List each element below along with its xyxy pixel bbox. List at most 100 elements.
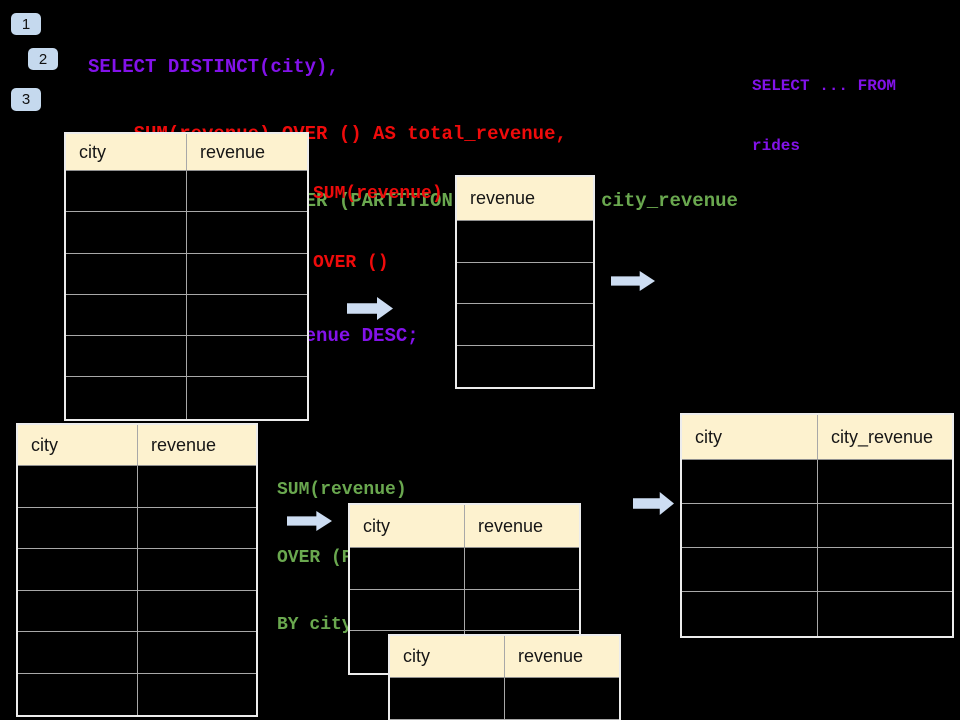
table-cell	[138, 466, 256, 507]
arrow-right-icon	[347, 297, 393, 320]
table-partition-overlay: city revenue	[388, 634, 621, 720]
table-cell	[66, 336, 187, 377]
table-rides-top: city revenue	[64, 132, 309, 421]
table-body	[390, 678, 619, 720]
table-cell	[18, 632, 138, 673]
table-cell	[66, 377, 187, 419]
table-row	[18, 590, 256, 632]
table-header-row: city revenue	[350, 505, 579, 548]
table-total-revenue: revenue	[455, 175, 595, 389]
table-body	[682, 460, 952, 636]
table-cell	[18, 466, 138, 507]
table-cell	[818, 592, 952, 636]
table-cell	[66, 212, 187, 253]
table-cell	[18, 549, 138, 590]
table-row	[682, 548, 952, 592]
table-body	[66, 171, 307, 419]
table-cell	[187, 212, 307, 252]
table-row	[457, 346, 593, 388]
arrow-right-icon	[287, 511, 332, 531]
column-header-revenue: revenue	[505, 636, 619, 677]
table-row	[66, 171, 307, 213]
table-cell	[682, 548, 818, 591]
table-cell	[66, 253, 187, 294]
sql-line-select: SELECT DISTINCT(city),	[88, 55, 339, 78]
step-badge-3: 3	[11, 88, 41, 111]
table-cell	[457, 304, 593, 345]
table-cell	[818, 504, 952, 547]
table-body	[457, 221, 593, 387]
column-header-city-revenue: city_revenue	[818, 415, 952, 459]
table-cell	[457, 221, 593, 262]
table-city-revenue-result: city city_revenue	[680, 413, 954, 638]
table-rides-bottom: city revenue	[16, 423, 258, 717]
table-row	[66, 336, 307, 378]
column-header-revenue: revenue	[187, 134, 307, 170]
table-cell	[138, 674, 256, 716]
column-header-city: city	[390, 636, 505, 677]
table-row	[18, 466, 256, 508]
table-cell	[187, 171, 307, 211]
table-cell	[66, 294, 187, 336]
table-cell	[465, 548, 579, 589]
column-header-city: city	[18, 425, 138, 465]
step-badge-1: 1	[11, 13, 41, 35]
table-row	[66, 377, 307, 419]
table-cell	[350, 589, 465, 630]
table-row	[457, 263, 593, 304]
column-header-city: city	[682, 415, 818, 459]
label-line: OVER ()	[313, 253, 389, 273]
table-cell	[465, 590, 579, 631]
column-header-revenue: revenue	[138, 425, 256, 465]
column-header-revenue: revenue	[465, 505, 579, 547]
table-header-row: city city_revenue	[682, 415, 952, 460]
table-cell	[187, 254, 307, 294]
table-cell	[187, 295, 307, 335]
table-cell	[390, 678, 505, 719]
table-header-row: city revenue	[66, 134, 307, 171]
table-cell	[457, 346, 593, 388]
table-cell	[818, 548, 952, 591]
step-badge-2: 2	[28, 48, 58, 70]
table-cell	[18, 507, 138, 548]
column-header-city: city	[66, 134, 187, 170]
table-row	[350, 589, 579, 631]
table-row	[18, 507, 256, 549]
table-row	[682, 460, 952, 504]
table-header-row: city revenue	[18, 425, 256, 466]
table-row	[18, 632, 256, 674]
table-cell	[138, 549, 256, 590]
table-row	[457, 221, 593, 263]
side-note-line: SELECT ... FROM	[752, 77, 897, 95]
arrow-right-icon	[611, 271, 655, 291]
table-row	[390, 678, 619, 720]
table-row	[350, 548, 579, 590]
table-cell	[138, 508, 256, 549]
column-header-city: city	[350, 505, 465, 547]
table-row	[66, 212, 307, 254]
table-row	[682, 504, 952, 548]
table-cell	[138, 632, 256, 673]
total-revenue-label: SUM(revenue) OVER ()	[313, 137, 443, 321]
column-header-revenue: revenue	[457, 177, 593, 220]
table-row	[18, 673, 256, 716]
table-cell	[682, 460, 818, 503]
table-cell	[682, 504, 818, 547]
table-cell	[818, 460, 952, 503]
label-line: SUM(revenue)	[313, 184, 443, 204]
table-cell	[682, 592, 818, 636]
table-header-row: revenue	[457, 177, 593, 221]
label-line: SUM(revenue)	[277, 480, 407, 500]
table-cell	[187, 336, 307, 376]
arrow-right-icon	[633, 492, 674, 515]
table-header-row: city revenue	[390, 636, 619, 678]
table-row	[457, 304, 593, 346]
table-cell	[350, 548, 465, 589]
table-cell	[505, 678, 619, 719]
table-cell	[66, 171, 187, 212]
table-cell	[18, 590, 138, 631]
table-cell	[187, 377, 307, 418]
side-note: SELECT ... FROM rides	[752, 36, 896, 196]
table-row	[66, 253, 307, 295]
